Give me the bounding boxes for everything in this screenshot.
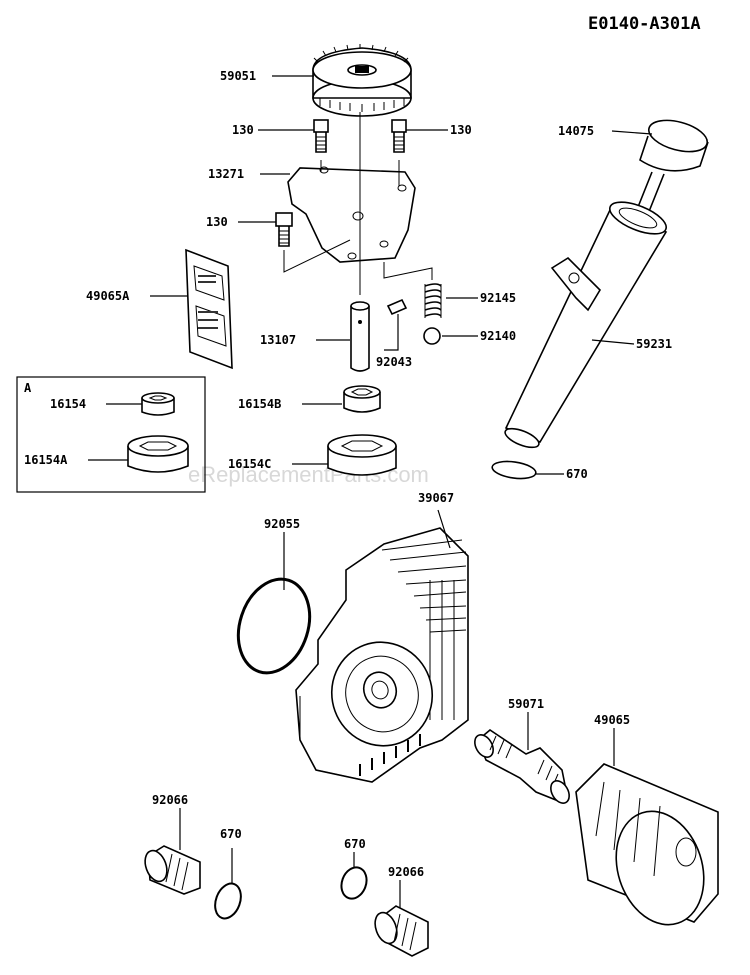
- bolt-130-left[interactable]: [313, 119, 329, 153]
- label-92066-right[interactable]: 92066: [388, 865, 424, 879]
- leader-lines: [88, 75, 653, 908]
- inset-label: A: [24, 381, 32, 395]
- label-130-lower[interactable]: 130: [206, 215, 228, 229]
- label-92043[interactable]: 92043: [376, 355, 412, 369]
- label-13271[interactable]: 13271: [208, 167, 244, 181]
- pin-92043[interactable]: [386, 298, 408, 316]
- shaft-13107[interactable]: [350, 301, 370, 372]
- filter-49065[interactable]: [575, 763, 719, 936]
- bolt-130-right[interactable]: [391, 119, 407, 153]
- rotor-16154B[interactable]: [343, 385, 381, 413]
- label-92066-left[interactable]: 92066: [152, 793, 188, 807]
- plate-13271[interactable]: [287, 166, 416, 263]
- rotor-16154[interactable]: [141, 392, 175, 416]
- plug-92066-right[interactable]: [371, 905, 429, 957]
- label-16154[interactable]: 16154: [50, 397, 86, 411]
- o-ring-92055[interactable]: [227, 570, 321, 682]
- plug-92066-left[interactable]: [141, 845, 201, 895]
- fitting-59071[interactable]: [471, 729, 573, 806]
- label-16154C[interactable]: 16154C: [228, 457, 271, 471]
- label-670-left[interactable]: 670: [220, 827, 242, 841]
- label-59231[interactable]: 59231: [636, 337, 672, 351]
- diagram-code: E0140-A301A: [588, 14, 701, 34]
- ball-92140[interactable]: [423, 327, 441, 345]
- screen-49065A[interactable]: [185, 248, 233, 370]
- o-ring-670-top[interactable]: [491, 459, 537, 481]
- label-59051[interactable]: 59051: [220, 69, 256, 83]
- label-670-right[interactable]: 670: [344, 837, 366, 851]
- label-92055[interactable]: 92055: [264, 517, 300, 531]
- guide-lines: [283, 160, 433, 280]
- rotor-16154A[interactable]: [127, 435, 189, 473]
- label-130-right[interactable]: 130: [450, 123, 472, 137]
- cap-14075[interactable]: [631, 115, 711, 225]
- spring-92145[interactable]: [424, 283, 442, 318]
- bolt-130-lower[interactable]: [275, 212, 293, 247]
- label-39067[interactable]: 39067: [418, 491, 454, 505]
- o-ring-670-right[interactable]: [337, 864, 370, 902]
- label-92145[interactable]: 92145: [480, 291, 516, 305]
- label-59071[interactable]: 59071: [508, 697, 544, 711]
- label-16154B[interactable]: 16154B: [238, 397, 281, 411]
- inset-box-a: A: [16, 376, 206, 493]
- label-49065[interactable]: 49065: [594, 713, 630, 727]
- o-ring-670-left[interactable]: [211, 880, 246, 922]
- label-49065A[interactable]: 49065A: [86, 289, 130, 303]
- case-39067[interactable]: [295, 527, 469, 783]
- label-130-left[interactable]: 130: [232, 123, 254, 137]
- label-16154A[interactable]: 16154A: [24, 453, 68, 467]
- part-labels: 59051 130 130 13271 130 14075 49065A 921…: [24, 69, 672, 879]
- label-92140[interactable]: 92140: [480, 329, 516, 343]
- label-13107[interactable]: 13107: [260, 333, 296, 347]
- rotor-16154C[interactable]: [327, 434, 397, 476]
- label-14075[interactable]: 14075: [558, 124, 594, 138]
- tube-59231[interactable]: [503, 196, 671, 452]
- gear-59051[interactable]: [312, 44, 412, 117]
- label-670-top[interactable]: 670: [566, 467, 588, 481]
